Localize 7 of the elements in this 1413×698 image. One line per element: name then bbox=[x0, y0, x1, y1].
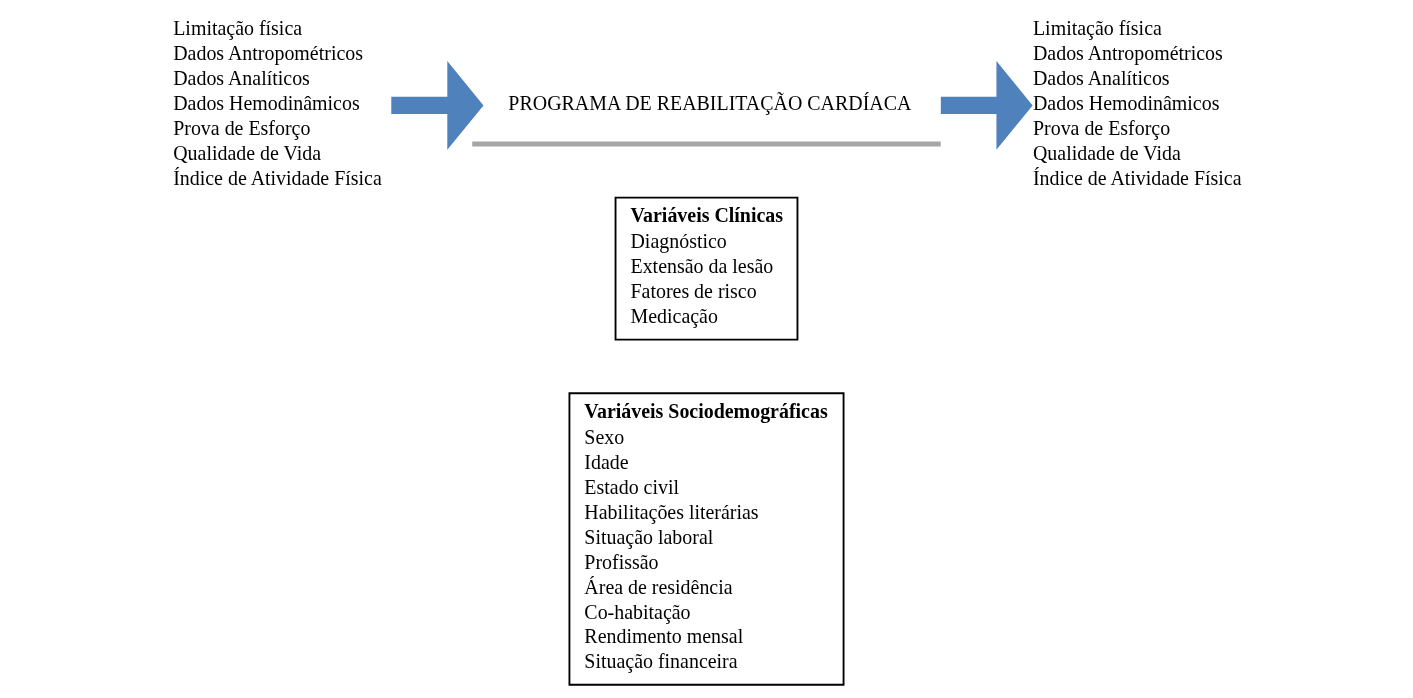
arrow bbox=[391, 61, 484, 150]
node-box: Variáveis Sociodemográficas Sexo Idade Estado civil Habilitações literárias Situação laboral Profissão Área de residência Co-habitação Rendimento mensal Situação financeira bbox=[568, 392, 845, 686]
node-box: Variáveis Clínicas Diagnóstico Extensão da lesão Fatores de risco Medicação bbox=[614, 196, 799, 341]
node-text: Limitação física Dados Antropométricos Dados Analíticos Dados Hemodinâmicos Prova de Esforço Qualidade de Vida Índice de Atividade Física bbox=[1032, 17, 1242, 189]
arrow bbox=[940, 61, 1033, 150]
node-text: Limitação física Dados Antropométricos Dados Analíticos Dados Hemodinâmicos Prova de Esforço Qualidade de Vida Índice de Atividade Física bbox=[173, 17, 382, 189]
node-text: PROGRAMA DE REABILITAÇÃO CARDÍACA bbox=[508, 92, 912, 115]
